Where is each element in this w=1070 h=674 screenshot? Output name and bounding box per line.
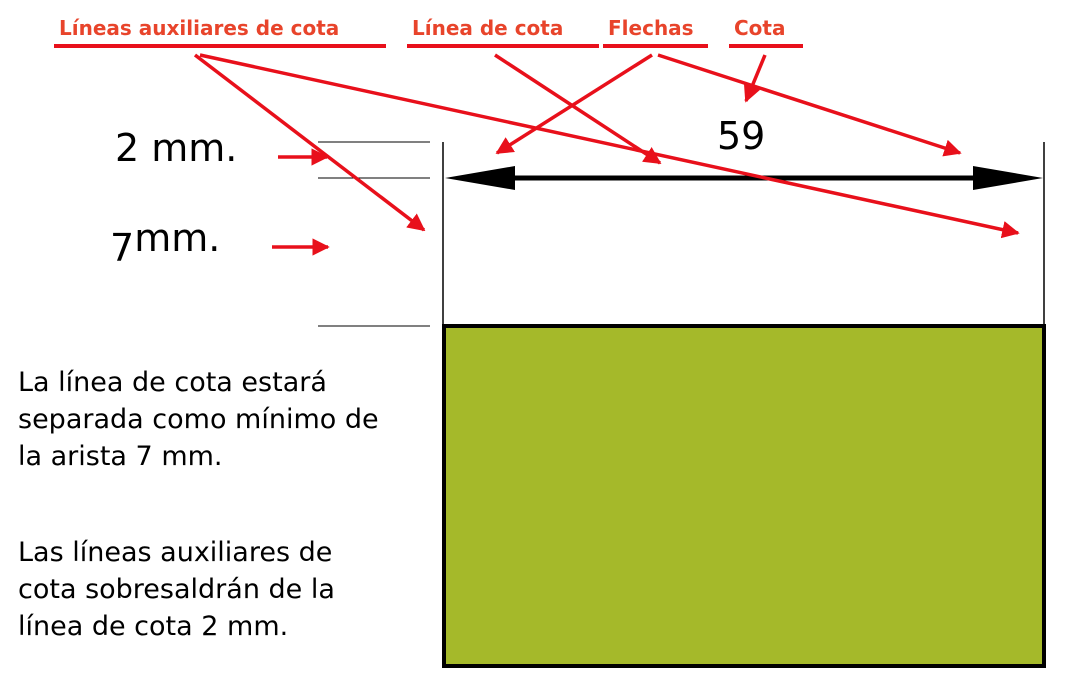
note-overhang-line-3: línea de cota 2 mm.	[18, 611, 289, 642]
note-separation: La línea de cota estará separada como mí…	[18, 364, 379, 475]
leader-aux-right	[199, 53, 1020, 239]
label-dim-line: Línea de cota	[412, 16, 564, 40]
spacing-unit-mm: mm.	[134, 216, 221, 260]
spacing-label-2mm: 2 mm.	[115, 126, 238, 170]
leader-dim-line	[494, 53, 662, 165]
label-dim-value: Cota	[734, 16, 786, 40]
note-overhang-line-2: cota sobresaldrán de la	[18, 574, 335, 605]
label-aux-lines-underline	[54, 44, 386, 48]
spacing-label-7mm: 7mm.	[110, 216, 221, 270]
note-overhang: Las líneas auxiliares de cota sobresaldr…	[18, 534, 335, 645]
label-dim-line-underline	[407, 44, 599, 48]
note-overhang-line-1: Las líneas auxiliares de	[18, 537, 333, 568]
note-separation-line-3: la arista 7 mm.	[18, 441, 223, 472]
note-separation-line-2: separada como mínimo de	[18, 404, 379, 435]
leader-arrows-left	[495, 53, 653, 155]
leader-aux-left	[193, 53, 426, 232]
label-arrows: Flechas	[608, 16, 694, 40]
label-arrows-underline	[603, 44, 708, 48]
label-aux-lines: Líneas auxiliares de cota	[59, 16, 340, 40]
dimension-arrowhead-left	[445, 166, 515, 190]
dimension-value: 59	[717, 114, 766, 158]
label-dim-value-underline	[729, 44, 803, 48]
leader-arrows-right	[657, 53, 962, 157]
dimension-arrowhead-right	[973, 166, 1043, 190]
note-separation-line-1: La línea de cota estará	[18, 367, 327, 398]
leader-dim-value	[743, 54, 767, 103]
spacing-number-7: 7	[110, 226, 135, 270]
part-rectangle	[442, 324, 1046, 668]
